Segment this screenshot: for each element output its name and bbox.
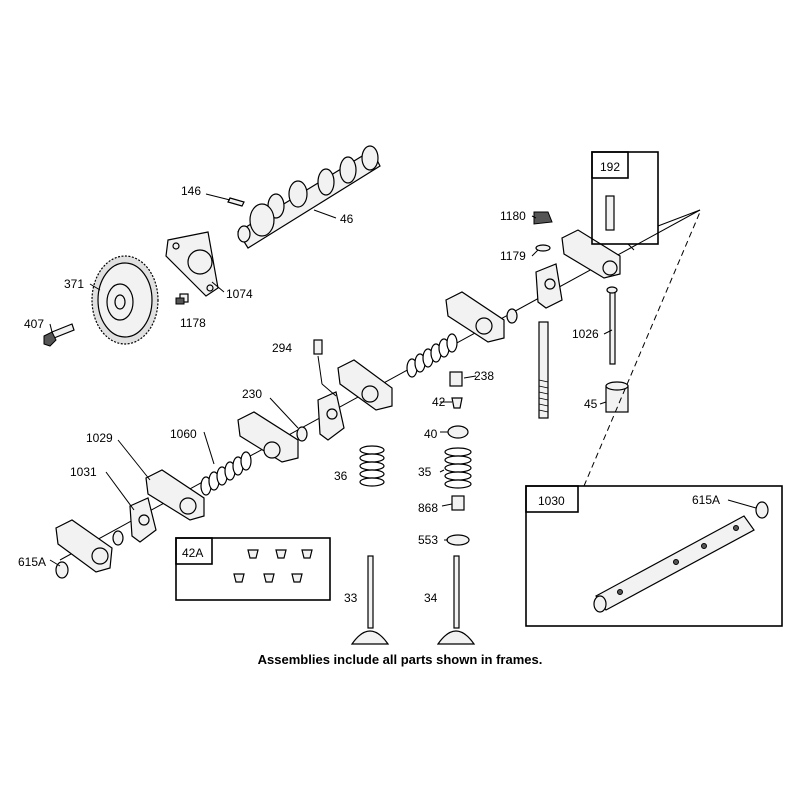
frame-label-192: 192 [600, 160, 620, 174]
label-407: 407 [24, 317, 44, 331]
frame-label-1030: 1030 [538, 494, 565, 508]
leader-lines [49, 193, 757, 567]
label-42: 42 [432, 395, 446, 409]
rocker-arm [145, 469, 205, 521]
retainer-40 [447, 425, 469, 439]
label-294: 294 [272, 341, 292, 355]
label-36: 36 [334, 469, 348, 483]
rocker-bracket [317, 391, 345, 441]
push-rod-1026 [609, 287, 616, 365]
rocker-arm [337, 359, 393, 411]
plug-294 [313, 339, 323, 355]
label-33: 33 [344, 591, 358, 605]
label-35: 35 [418, 465, 432, 479]
tappet-45 [605, 381, 629, 413]
shaft-spring [200, 451, 252, 496]
clip-615A [55, 561, 69, 579]
label-1179: 1179 [500, 249, 526, 263]
keeper-42 [451, 397, 463, 409]
label-615A-left: 615A [18, 555, 46, 569]
label-868: 868 [418, 501, 438, 515]
stud [538, 321, 549, 419]
label-238: 238 [474, 369, 494, 383]
label-45: 45 [584, 397, 598, 411]
shaft-spring [406, 333, 458, 378]
valve-seal-238 [449, 371, 463, 387]
frame-192 [591, 151, 701, 251]
rocker-arm [237, 411, 299, 463]
frame-42A [175, 537, 331, 601]
key-146 [227, 197, 245, 207]
rocker-arm [561, 229, 621, 279]
shaft-washer [112, 530, 124, 546]
camshaft [237, 145, 381, 249]
assemblies-caption: Assemblies include all parts shown in fr… [257, 652, 543, 667]
label-1026: 1026 [572, 327, 599, 341]
label-46: 46 [340, 212, 354, 226]
label-1031: 1031 [70, 465, 97, 479]
label-1074: 1074 [226, 287, 253, 301]
valve-34 [436, 555, 476, 645]
cap-868 [451, 495, 465, 511]
frame-label-42A: 42A [182, 546, 203, 560]
washer-553 [446, 534, 470, 546]
frame-1030 [525, 485, 783, 627]
cam-gear [91, 255, 159, 345]
label-146: 146 [181, 184, 201, 198]
rocker-bracket [535, 263, 563, 309]
nut-1180 [533, 211, 553, 225]
bolt-407 [43, 323, 75, 347]
label-1029: 1029 [86, 431, 113, 445]
valve-spring-36 [359, 445, 385, 487]
label-615A-right: 615A [692, 493, 720, 507]
label-371: 371 [64, 277, 84, 291]
screw-1178 [175, 293, 189, 305]
label-553: 553 [418, 533, 438, 547]
shaft-washer [296, 426, 308, 442]
label-34: 34 [424, 591, 438, 605]
label-40: 40 [424, 427, 438, 441]
shaft-washer [506, 308, 518, 324]
label-230: 230 [242, 387, 262, 401]
label-1060: 1060 [170, 427, 197, 441]
label-1178: 1178 [180, 316, 206, 330]
rocker-arm [55, 519, 113, 573]
valve-33 [350, 555, 390, 645]
washer-1179 [535, 244, 551, 252]
valve-spring-35 [444, 447, 472, 489]
rocker-arm [445, 291, 505, 343]
rocker-bracket [129, 497, 157, 543]
label-1180: 1180 [500, 209, 526, 223]
